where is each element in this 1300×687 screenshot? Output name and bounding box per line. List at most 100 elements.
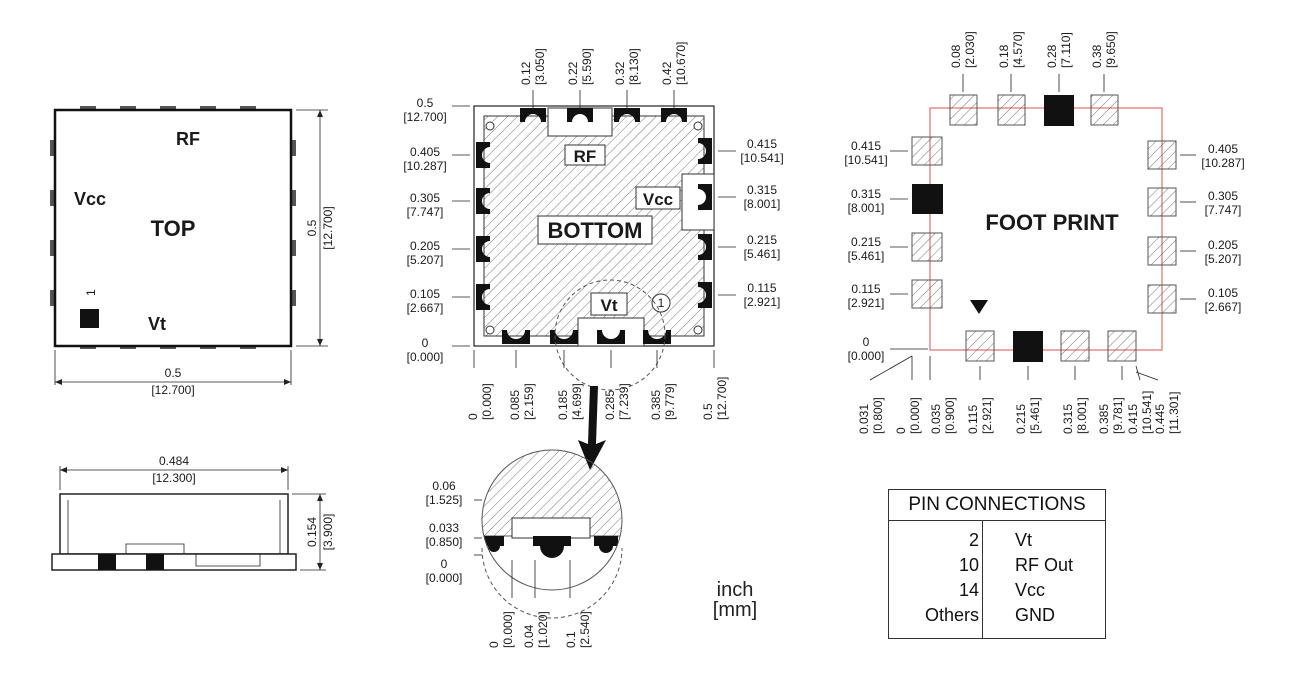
footprint-top-dims: 0.08 [2.030] 0.18 [4.570] 0.28 [7.110] 0… bbox=[949, 31, 1118, 68]
pin-number: 10 bbox=[958, 555, 979, 575]
dimension-mm-label: [10.541] bbox=[1140, 391, 1154, 434]
bottom-pin1-label: 1 bbox=[658, 296, 665, 310]
dimension-mm-label: [5.461] bbox=[1028, 397, 1042, 434]
pin-connections-title: PIN CONNECTIONS bbox=[889, 490, 1105, 521]
dimension-mm-label: [5.461] bbox=[744, 247, 781, 261]
dimension-inch-label: 0.415 bbox=[851, 139, 881, 153]
dimension-inch-label: 0.105 bbox=[1208, 286, 1238, 300]
dimension-inch-label: 0.405 bbox=[410, 145, 440, 159]
dimension-mm-label: [10.541] bbox=[740, 151, 783, 165]
top-pin1-label: 1 bbox=[84, 289, 98, 296]
dimension-mm-label: [2.540] bbox=[578, 611, 592, 648]
dimension-inch-label: 0.06 bbox=[432, 479, 456, 493]
table-divider bbox=[982, 521, 983, 639]
dimension-inch-label: 0.205 bbox=[410, 239, 440, 253]
dimension-inch-label: 0.031 bbox=[857, 404, 871, 434]
dimension-inch-label: 0.105 bbox=[410, 287, 440, 301]
dimension-mm-label: [5.590] bbox=[580, 48, 594, 85]
dimension-inch-label: 0.1 bbox=[564, 631, 578, 648]
bottom-left-dims: 0.5 [12.700] 0.405 [10.287] 0.305 [7.747… bbox=[403, 96, 446, 364]
bottom-view: RF Vcc BOTTOM Vt 1 bbox=[452, 90, 736, 470]
dimension-mm-label: [2.667] bbox=[407, 301, 444, 315]
top-title-label: TOP bbox=[151, 216, 196, 241]
units-mm: [mm] bbox=[713, 599, 757, 621]
dimension-mm-label: [10.541] bbox=[844, 153, 887, 167]
dimension-mm-label: [8.001] bbox=[744, 197, 781, 211]
dimension-mm-label: [3.050] bbox=[533, 48, 547, 85]
table-row: 2 Vt bbox=[889, 530, 1105, 554]
side-length-mm: [12.300] bbox=[152, 471, 195, 485]
dimension-mm-label: [7.239] bbox=[617, 383, 631, 420]
dimension-mm-label: [10.670] bbox=[674, 42, 688, 85]
dimension-inch-label: 0.205 bbox=[1208, 238, 1238, 252]
dimension-inch-label: 0.315 bbox=[747, 183, 777, 197]
dimension-inch-label: 0.385 bbox=[1097, 404, 1111, 434]
dimension-inch-label: 0 bbox=[487, 641, 501, 648]
dimension-mm-label: [9.779] bbox=[663, 383, 677, 420]
dimension-mm-label: [12.700] bbox=[715, 377, 729, 420]
pin-number: 14 bbox=[958, 580, 979, 600]
table-row: 10 RF Out bbox=[889, 555, 1105, 579]
bottom-vt-label: Vt bbox=[601, 296, 618, 315]
dimension-mm-label: [7.747] bbox=[1205, 203, 1242, 217]
dimension-inch-label: 0.5 bbox=[417, 96, 434, 110]
dimension-mm-label: [2.921] bbox=[848, 296, 885, 310]
top-width-mm: [12.700] bbox=[151, 383, 194, 397]
footprint-title: FOOT PRINT bbox=[985, 210, 1119, 235]
top-height-in: 0.5 bbox=[305, 219, 319, 236]
dimension-inch-label: 0.28 bbox=[1045, 44, 1059, 68]
side-height-mm: [3.900] bbox=[321, 514, 335, 551]
dimension-mm-label: [0.000] bbox=[501, 611, 515, 648]
pin-connections-body: 2 Vt 10 RF Out 14 Vcc Others GND bbox=[889, 521, 1105, 639]
detail-callout-circle bbox=[554, 279, 666, 391]
pin-function: Vcc bbox=[1015, 580, 1046, 600]
dimension-inch-label: 0 bbox=[894, 427, 908, 434]
dimension-mm-label: [0.000] bbox=[426, 571, 463, 585]
top-height-mm: [12.700] bbox=[321, 206, 335, 249]
bottom-title-label: BOTTOM bbox=[548, 218, 643, 243]
dimension-inch-label: 0.305 bbox=[410, 191, 440, 205]
dimension-mm-label: [2.030] bbox=[963, 31, 977, 68]
dimension-inch-label: 0.185 bbox=[556, 390, 570, 420]
dimension-mm-label: [2.921] bbox=[744, 295, 781, 309]
dimension-mm-label: [2.667] bbox=[1205, 300, 1242, 314]
footprint-bottom-dims: 0.031 [0.800] 0 [0.000] 0.035 [0.900] 0.… bbox=[857, 391, 1181, 434]
dimension-mm-label: [0.000] bbox=[480, 383, 494, 420]
dimension-mm-label: [0.000] bbox=[848, 349, 885, 363]
dimension-mm-label: [1.020] bbox=[536, 611, 550, 648]
dimension-inch-label: 0 bbox=[466, 413, 480, 420]
dimension-inch-label: 0 bbox=[441, 557, 448, 571]
dimension-mm-label: [8.130] bbox=[627, 48, 641, 85]
dimension-inch-label: 0.22 bbox=[566, 61, 580, 85]
dimension-inch-label: 0.38 bbox=[1090, 44, 1104, 68]
dimension-inch-label: 0.115 bbox=[851, 282, 880, 296]
pin-function: RF Out bbox=[1015, 555, 1074, 575]
top-width-in: 0.5 bbox=[165, 366, 182, 380]
dimension-mm-label: [4.699] bbox=[570, 383, 584, 420]
dimension-inch-label: 0.405 bbox=[1208, 142, 1238, 156]
side-length-in: 0.484 bbox=[159, 454, 189, 468]
dimension-inch-label: 0.305 bbox=[1208, 189, 1238, 203]
dimension-inch-label: 0 bbox=[863, 335, 870, 349]
footprint-left-dims: 0.415 [10.541] 0.315 [8.001] 0.215 [5.46… bbox=[844, 139, 887, 363]
dimension-mm-label: [7.747] bbox=[407, 205, 444, 219]
dimension-inch-label: 0.115 bbox=[747, 281, 776, 295]
dimension-mm-label: [5.207] bbox=[1205, 252, 1242, 266]
dimension-inch-label: 0.445 bbox=[1153, 404, 1167, 434]
top-rf-label: RF bbox=[176, 129, 200, 149]
dimension-inch-label: 0.12 bbox=[519, 61, 533, 85]
dimension-mm-label: [2.159] bbox=[522, 383, 536, 420]
table-row: Others GND bbox=[889, 605, 1105, 629]
bottom-top-dims: 0.12 [3.050] 0.22 [5.590] 0.32 [8.130] 0… bbox=[519, 42, 688, 85]
top-vcc-label: Vcc bbox=[74, 189, 106, 209]
bottom-bottom-dims: 0 [0.000] 0.085 [2.159] 0.185 [4.699] 0.… bbox=[466, 377, 729, 420]
detail-view: 0.06 [1.525] 0.033 [0.850] 0 [0.000] 0 [… bbox=[426, 449, 623, 648]
dimension-mm-label: [4.570] bbox=[1011, 31, 1025, 68]
dimension-inch-label: 0.18 bbox=[997, 44, 1011, 68]
pin-function: GND bbox=[1015, 605, 1055, 625]
table-row: 14 Vcc bbox=[889, 580, 1105, 604]
dimension-inch-label: 0 bbox=[422, 336, 429, 350]
dimension-inch-label: 0.32 bbox=[613, 61, 627, 85]
footprint-view: FOOT PRINT bbox=[869, 74, 1196, 381]
dimension-mm-label: [0.800] bbox=[871, 397, 885, 434]
